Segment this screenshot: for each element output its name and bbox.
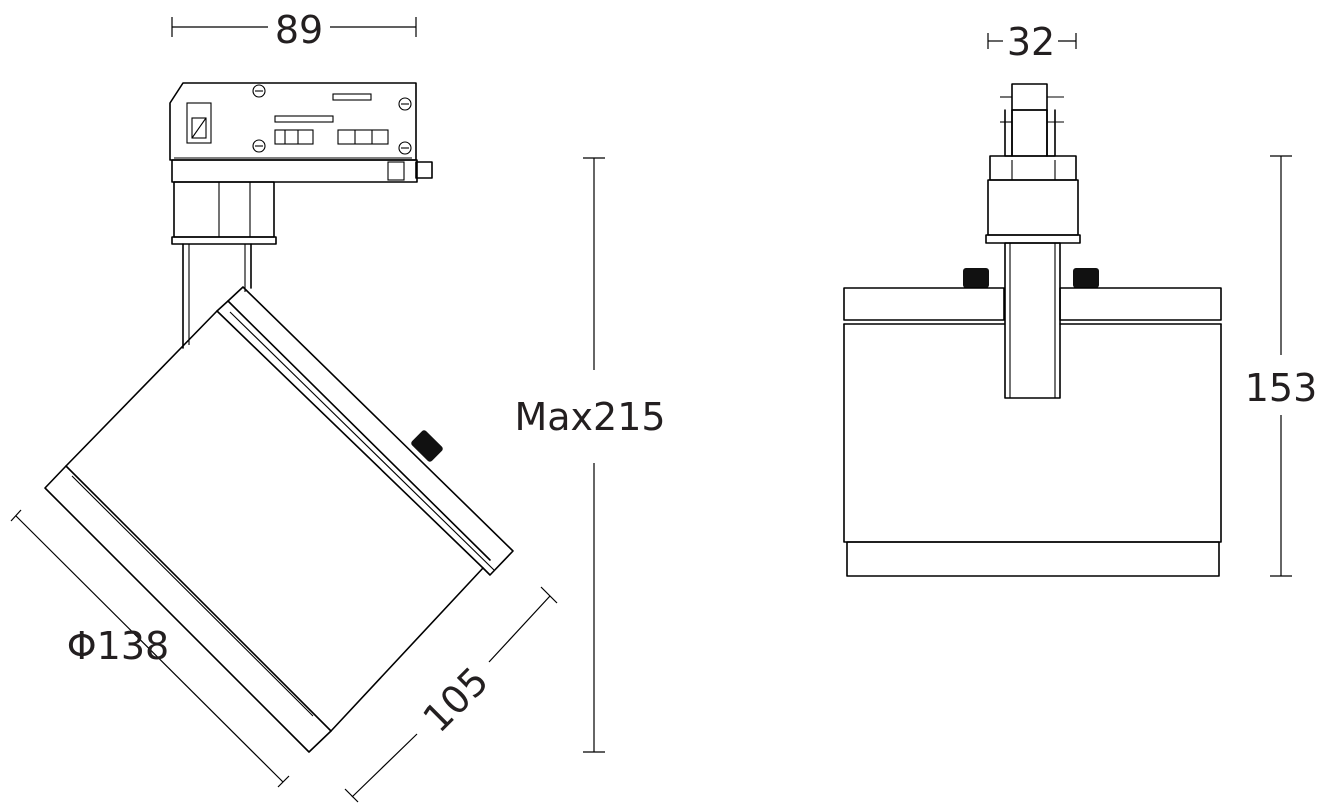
max-height-label: Max215 — [514, 395, 665, 439]
front-view: 32 — [843, 20, 1318, 577]
adapter-housing — [171, 181, 277, 245]
width-label: 89 — [275, 8, 323, 52]
diameter-label: Φ138 — [67, 624, 169, 668]
front-spotlight-body — [843, 287, 1222, 577]
front-arm — [1004, 242, 1061, 399]
mounting-arm — [182, 243, 252, 349]
left-knob — [963, 268, 989, 288]
front-adapter — [985, 83, 1081, 244]
length-label: 105 — [415, 659, 497, 741]
right-knob — [1073, 268, 1099, 288]
dimension-adapter-width-32: 32 — [987, 20, 1077, 64]
dimension-width-89: 89 — [171, 8, 417, 52]
dimension-height-153: 153 — [1245, 155, 1318, 577]
track-adapter — [169, 82, 433, 183]
dimension-length-105: 105 — [344, 586, 558, 803]
side-view: 89 — [10, 8, 666, 803]
dimension-max-height-215: Max215 — [514, 157, 666, 753]
adapter-width-label: 32 — [1007, 20, 1055, 64]
dimension-diameter-138: Φ138 — [10, 509, 290, 788]
spotlight-body — [44, 286, 514, 753]
height-label: 153 — [1245, 366, 1318, 410]
